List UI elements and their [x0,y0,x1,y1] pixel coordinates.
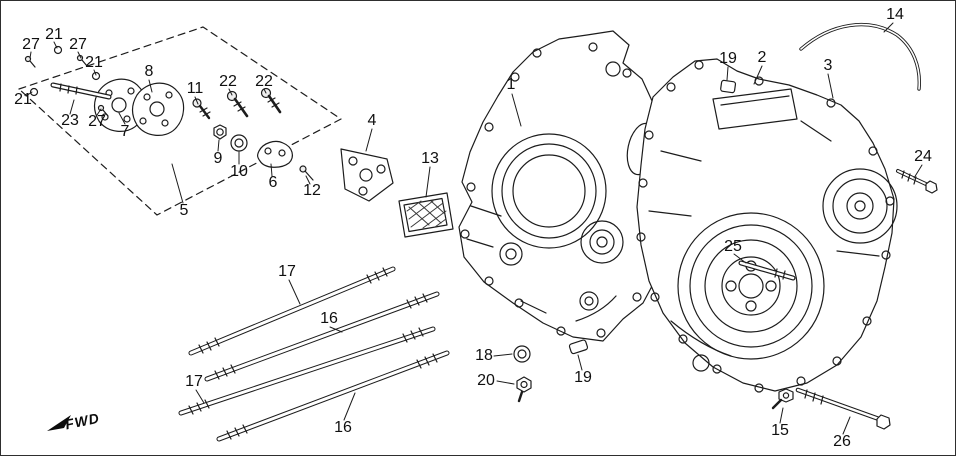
part-16-stud-a [204,291,440,382]
part-27-screws [24,54,109,117]
dashed-group-box [18,26,342,216]
part-label-27: 27 [22,36,40,53]
part-label-26: 26 [833,433,851,450]
part-label-19: 19 [719,50,737,67]
part-21-washers [29,45,101,97]
part-label-10: 10 [230,163,248,180]
part-18-washer [513,345,531,363]
part-17-stud-b [178,326,436,416]
part-label-18: 18 [475,347,493,364]
part-label-9: 9 [213,150,223,167]
part-label-24: 24 [914,148,932,165]
part-label-21: 21 [14,91,32,108]
part-15-bolt [771,388,794,410]
part-9-nut [213,124,227,140]
part-label-6: 6 [268,174,278,191]
leader-lines [25,22,923,435]
part-25-stud [738,260,796,281]
fwd-arrow-icon [47,415,71,431]
part-1-crankcase-left [458,30,669,342]
part-22-screws [226,87,282,118]
part-label-23: 23 [61,112,79,129]
part-label-27: 27 [69,36,87,53]
part-8-plate [131,82,185,136]
part-label-27: 27 [88,113,106,130]
part-label-17: 17 [185,373,203,390]
part-label-16: 16 [334,419,352,436]
part-6-plate [257,140,293,168]
part-26-bolt [795,387,891,430]
part-label-14: 14 [886,6,904,23]
part-label-4: 4 [367,112,377,129]
part-2-crankcase-right [636,58,898,393]
part-label-21: 21 [45,26,63,43]
part-label-13: 13 [421,150,439,167]
part-label-3: 3 [823,57,833,74]
part-label-15: 15 [771,422,789,439]
part-7-plate [93,78,147,132]
part-label-19: 19 [574,369,592,386]
part-23-stud [50,82,112,100]
part-20-bolt [516,376,532,403]
part-label-17: 17 [278,263,296,280]
part-13-screen [398,192,454,238]
bolt-holes-right-case [636,60,895,393]
part-label-5: 5 [179,202,189,219]
part-label-21: 21 [85,54,103,71]
part-label-12: 12 [303,182,321,199]
part-11-bolt [192,98,211,120]
part-16-stud-b [216,350,450,442]
part-label-22: 22 [219,73,237,90]
part-19-dowel-top [720,79,737,94]
part-label-2: 2 [757,49,767,66]
part-label-20: 20 [477,372,495,389]
part-label-1: 1 [506,76,516,93]
part-label-8: 8 [144,63,154,80]
part-label-7: 7 [120,123,130,140]
part-label-11: 11 [186,80,204,97]
part-19-dowel-bottom [568,339,589,355]
part-label-22: 22 [255,73,273,90]
part-17-stud-a [188,266,396,356]
part-4-plate [340,148,394,202]
part-14-tube [799,22,921,91]
part-24-bolt [896,169,938,194]
part-label-16: 16 [320,310,338,327]
part-10-washer [230,134,248,152]
part-label-25: 25 [724,238,742,255]
part-12-pin [299,165,314,181]
